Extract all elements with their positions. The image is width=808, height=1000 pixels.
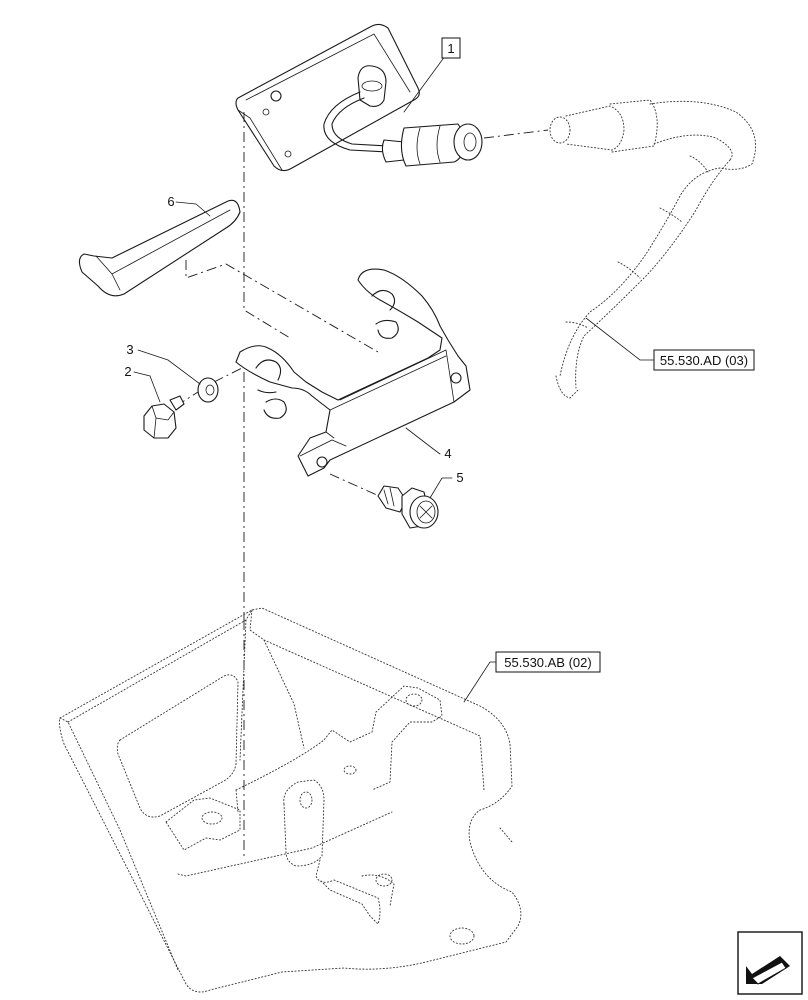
callout-item2: 2 bbox=[124, 364, 131, 379]
ref-label-harness[interactable]: 55.530.AD (03) bbox=[660, 353, 748, 368]
navigation-arrow-icon[interactable] bbox=[737, 931, 803, 995]
leader-base-ref bbox=[463, 661, 497, 703]
phillips-screw bbox=[377, 485, 439, 529]
align-line-washer bbox=[213, 363, 251, 383]
ref-label-base[interactable]: 55.530.AB (02) bbox=[504, 655, 591, 670]
holder-strap bbox=[78, 199, 241, 297]
leader-item2 bbox=[133, 371, 161, 403]
cab-base-bracket bbox=[59, 607, 522, 993]
mounting-bracket bbox=[235, 268, 471, 477]
hex-bolt bbox=[143, 395, 185, 439]
callout-item3: 3 bbox=[126, 342, 133, 357]
leader-harness-ref bbox=[585, 317, 655, 361]
camera-unit bbox=[235, 23, 483, 172]
callout-item1: 1 bbox=[447, 41, 454, 56]
ref-box-base bbox=[495, 651, 601, 673]
callout-item4: 4 bbox=[444, 446, 451, 461]
align-line-top bbox=[243, 112, 291, 339]
leader-item3 bbox=[137, 349, 201, 385]
leader-item6 bbox=[175, 201, 211, 217]
ref-box-harness bbox=[653, 349, 755, 371]
washer bbox=[197, 377, 219, 403]
callout-item6: 6 bbox=[167, 194, 174, 209]
callout-item5: 5 bbox=[456, 470, 463, 485]
align-line-strap bbox=[185, 260, 379, 353]
connect-line-harness bbox=[483, 129, 549, 139]
wire-harness bbox=[549, 99, 756, 399]
leader-item5 bbox=[429, 477, 453, 499]
leader-item4 bbox=[405, 427, 441, 455]
callout-box-item1 bbox=[441, 37, 461, 59]
